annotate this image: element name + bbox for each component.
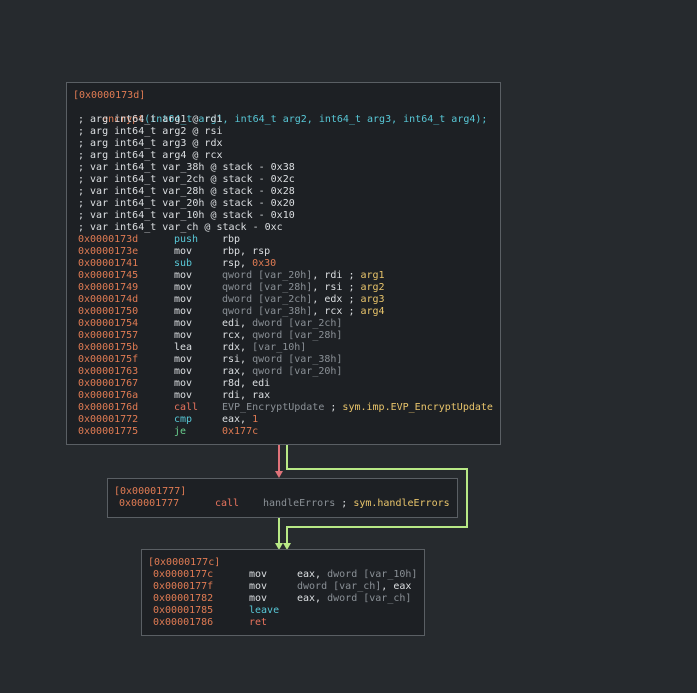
instruction-operands: r8d, edi [222, 378, 271, 389]
basic-block-173d[interactable]: [0x0000173d] encrypt(int64_t arg1, int64… [66, 82, 501, 445]
basic-block-1777[interactable]: [0x00001777] 0x00001777 call handleErrors … [107, 478, 458, 518]
instruction-address: 0x00001777 [119, 498, 180, 509]
flow-edge-arrow [275, 543, 283, 550]
function-signature: encrypt(int64_t arg1, int64_t arg2, int6… [78, 102, 487, 138]
function-args: (int64_t arg1, int64_t arg2, int64_t arg… [144, 114, 488, 125]
instruction-mnemonic: mov [174, 246, 193, 257]
block-header: [0x0000173d] [73, 90, 146, 101]
arg-var-comment: ; var int64_t var_28h @ stack - 0x28 [78, 186, 295, 197]
instruction-address: 0x00001757 [78, 330, 139, 341]
instruction-operands: rsi, qword [var_38h] [222, 354, 343, 365]
instruction-mnemonic: mov [174, 366, 193, 377]
instruction-address: 0x00001749 [78, 282, 139, 293]
instruction-mnemonic: mov [174, 354, 193, 365]
instruction-mnemonic: mov [174, 378, 193, 389]
instruction-comment: ; arg3 [342, 294, 385, 305]
instruction-mnemonic: ret [249, 617, 268, 628]
instruction-address: 0x00001754 [78, 318, 139, 329]
instruction-comment: ; arg4 [342, 306, 385, 317]
instruction-comment: ; sym.handleErrors [335, 498, 450, 509]
arg-var-comment: ; var int64_t var_20h @ stack - 0x20 [78, 198, 295, 209]
instruction-comment: ; arg2 [342, 282, 385, 293]
instruction-address: 0x00001772 [78, 414, 139, 425]
true-edge-arrow [283, 543, 291, 550]
false-edge-arrow [275, 471, 283, 478]
instruction-operands: eax, 1 [222, 414, 259, 425]
function-name: encrypt [102, 114, 145, 125]
instruction-operands: rdi, rax [222, 390, 271, 401]
instruction-address: 0x00001750 [78, 306, 139, 317]
instruction-address: 0x0000177f [153, 581, 214, 592]
instruction-mnemonic: mov [249, 569, 268, 580]
instruction-mnemonic: cmp [174, 414, 193, 425]
instruction-operands: dword [var_ch], eax [297, 581, 412, 592]
instruction-operands: eax, dword [var_ch] [297, 593, 412, 604]
instruction-mnemonic: mov [174, 318, 193, 329]
instruction-operands: qword [var_28h], rsi ; arg2 [222, 282, 385, 293]
arg-var-comment: ; var int64_t var_38h @ stack - 0x38 [78, 162, 295, 173]
instruction-operands: 0x177c [222, 426, 259, 437]
arg-var-comment: ; var int64_t var_ch @ stack - 0xc [78, 222, 283, 233]
instruction-operands: EVP_EncryptUpdate ; sym.imp.EVP_EncryptU… [222, 402, 493, 413]
instruction-mnemonic: leave [249, 605, 280, 616]
instruction-mnemonic: mov [174, 282, 193, 293]
instruction-mnemonic: lea [174, 342, 193, 353]
instruction-mnemonic: call [215, 498, 240, 509]
instruction-address: 0x00001763 [78, 366, 139, 377]
instruction-address: 0x0000176d [78, 402, 139, 413]
instruction-address: 0x0000175f [78, 354, 139, 365]
instruction-address: 0x00001767 [78, 378, 139, 389]
instruction-mnemonic: mov [174, 270, 193, 281]
arg-var-comment: ; var int64_t var_10h @ stack - 0x10 [78, 210, 295, 221]
instruction-operands: rbp, rsp [222, 246, 271, 257]
instruction-address: 0x0000175b [78, 342, 139, 353]
instruction-mnemonic: mov [174, 330, 193, 341]
instruction-address: 0x0000173e [78, 246, 139, 257]
arg-var-comment: ; arg int64_t arg1 @ rdi [78, 114, 223, 125]
instruction-operands: dword [var_2ch], edx ; arg3 [222, 294, 385, 305]
instruction-mnemonic: je [174, 426, 187, 437]
instruction-operands: qword [var_20h], rdi ; arg1 [222, 270, 385, 281]
instruction-operands: rcx, qword [var_28h] [222, 330, 343, 341]
instruction-operands: edi, dword [var_2ch] [222, 318, 343, 329]
instruction-operands: qword [var_38h], rcx ; arg4 [222, 306, 385, 317]
instruction-operands: rbp [222, 234, 241, 245]
instruction-address: 0x00001745 [78, 270, 139, 281]
instruction-mnemonic: mov [174, 390, 193, 401]
basic-block-177c[interactable]: [0x0000177c] 0x0000177c mov eax, dword [va… [141, 549, 425, 636]
instruction-address: 0x00001785 [153, 605, 214, 616]
instruction-mnemonic: call [174, 402, 199, 413]
instruction-mnemonic: mov [174, 306, 193, 317]
instruction-operands: rsp, 0x30 [222, 258, 277, 269]
block-header: [0x00001777] [114, 486, 187, 497]
block-header: [0x0000177c] [148, 557, 221, 568]
instruction-comment: ; sym.imp.EVP_EncryptUpdate [324, 402, 493, 413]
instruction-mnemonic: mov [249, 581, 268, 592]
instruction-address: 0x00001775 [78, 426, 139, 437]
instruction-operands: rdx, [var_10h] [222, 342, 307, 353]
instruction-operands: handleErrors ; sym.handleErrors [263, 498, 450, 509]
instruction-address: 0x00001741 [78, 258, 139, 269]
instruction-mnemonic: mov [174, 294, 193, 305]
arg-var-comment: ; arg int64_t arg4 @ rcx [78, 150, 223, 161]
instruction-mnemonic: push [174, 234, 199, 245]
arg-var-comment: ; arg int64_t arg3 @ rdx [78, 138, 223, 149]
instruction-comment: ; arg1 [342, 270, 385, 281]
instruction-address: 0x00001782 [153, 593, 214, 604]
instruction-mnemonic: mov [249, 593, 268, 604]
arg-var-comment: ; arg int64_t arg2 @ rsi [78, 126, 223, 137]
instruction-address: 0x0000177c [153, 569, 214, 580]
instruction-address: 0x0000173d [78, 234, 139, 245]
instruction-address: 0x0000174d [78, 294, 139, 305]
instruction-mnemonic: sub [174, 258, 193, 269]
instruction-address: 0x0000176a [78, 390, 139, 401]
true-edge [286, 445, 468, 543]
instruction-operands: eax, dword [var_10h] [297, 569, 418, 580]
arg-var-comment: ; var int64_t var_2ch @ stack - 0x2c [78, 174, 295, 185]
instruction-operands: rax, qword [var_20h] [222, 366, 343, 377]
instruction-address: 0x00001786 [153, 617, 214, 628]
